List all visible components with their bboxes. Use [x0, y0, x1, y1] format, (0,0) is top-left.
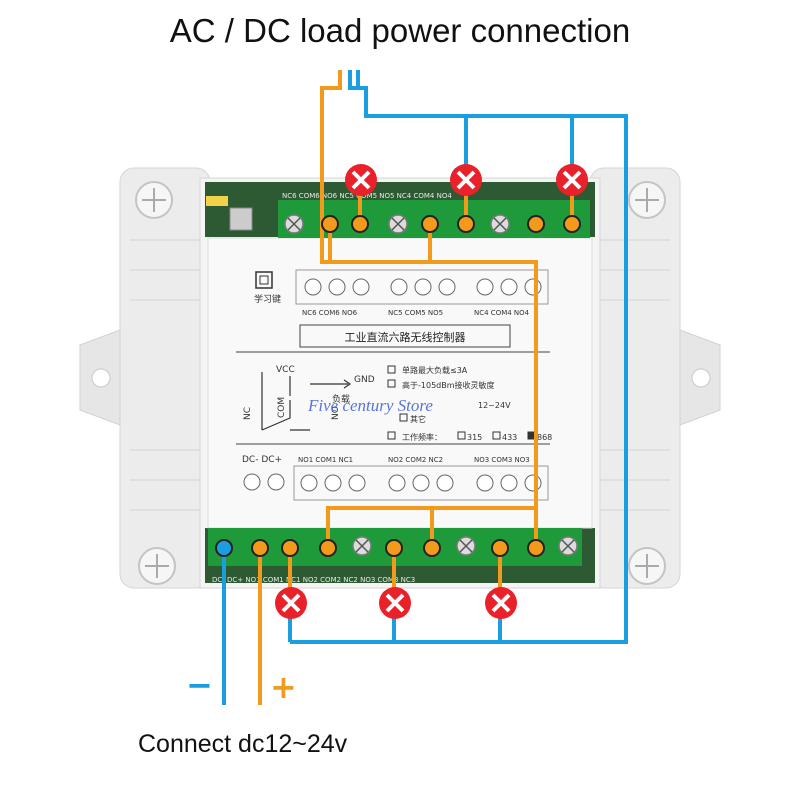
lamp-icon [485, 587, 517, 619]
spec-sensitivity: 高于-105dBm接收灵敏度 [402, 380, 495, 390]
terminal-connection-dots [251, 215, 581, 557]
spec-other: 其它 [410, 414, 426, 424]
spec-max-load: 单路最大负载≤3A [402, 365, 468, 375]
mid-lower-label-1: NO1 COM1 NC1 [298, 456, 353, 464]
power-caption: Connect dc12~24v [138, 730, 348, 758]
vcc-label: VCC [276, 365, 295, 375]
no-label: NO [331, 406, 341, 420]
board-panel: 学习键 NC6 COM6 NO6 NC5 COM5 NO5 NC4 COM4 N… [236, 269, 552, 501]
negative-terminal-label: − [186, 666, 213, 704]
learn-button-label: 学习键 [254, 293, 281, 305]
lower-terminal-labels: DC- DC+ NO1 COM1 NC1 NO2 COM2 NC2 NO3 CO… [212, 576, 415, 584]
store-watermark: Five century Store [308, 396, 433, 415]
lamp-icon [345, 164, 377, 196]
lamp-icon [556, 164, 588, 196]
nc-label: NC [243, 407, 253, 420]
mid-upper-label-3: NC4 COM4 NO4 [474, 309, 530, 317]
positive-terminal-label: + [270, 668, 297, 706]
lamp-icon [379, 587, 411, 619]
freq-label: 工作频率： [402, 432, 442, 442]
mounting-screw-icon [135, 181, 666, 585]
dc-label: DC- DC+ [242, 455, 282, 465]
com-label: COM [277, 397, 287, 418]
freq-868: 868 [537, 433, 552, 442]
load-lamp-icons [275, 164, 588, 619]
mid-lower-label-3: NO3 COM3 NO3 [474, 456, 530, 464]
mid-upper-label-1: NC6 COM6 NO6 [302, 309, 358, 317]
gnd-label: GND [354, 375, 375, 385]
load-label: 负载 [332, 393, 350, 405]
mid-lower-label-2: NO2 COM2 NC2 [388, 456, 443, 464]
spec-voltage: 12~24V [478, 401, 511, 410]
freq-315: 315 [467, 433, 482, 442]
diagram-title: AC / DC load power connection [169, 12, 631, 49]
panel-title: 工业直流六路无线控制器 [345, 330, 466, 344]
lamp-icon [450, 164, 482, 196]
dc-minus-terminal [215, 539, 233, 557]
mid-upper-label-2: NC5 COM5 NO5 [388, 309, 443, 317]
upper-terminal-labels: NC6 COM6 NO6 NC5 COM5 NO5 NC4 COM4 NO4 [282, 192, 452, 200]
freq-433: 433 [502, 433, 517, 442]
lamp-icon [275, 587, 307, 619]
